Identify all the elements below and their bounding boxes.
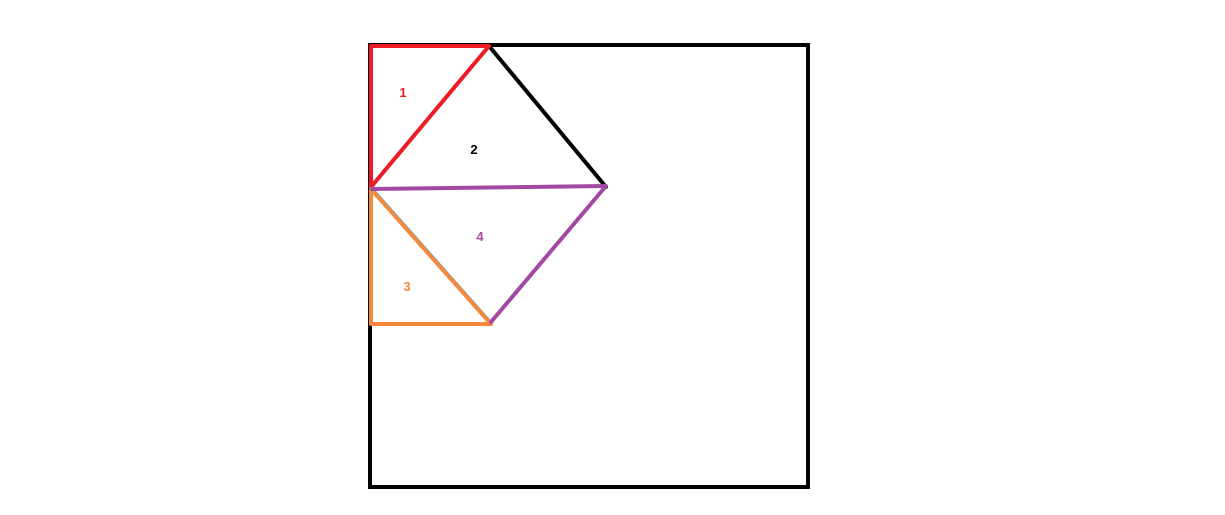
triangle-3	[369, 187, 493, 326]
label-region-1: 1	[399, 85, 406, 100]
label-region-3: 3	[403, 279, 410, 294]
label-region-4: 4	[476, 229, 484, 244]
triangle-1	[369, 44, 491, 189]
triangle-4	[370, 184, 608, 324]
triangle-2-edge	[487, 44, 608, 189]
label-region-2: 2	[470, 142, 477, 157]
